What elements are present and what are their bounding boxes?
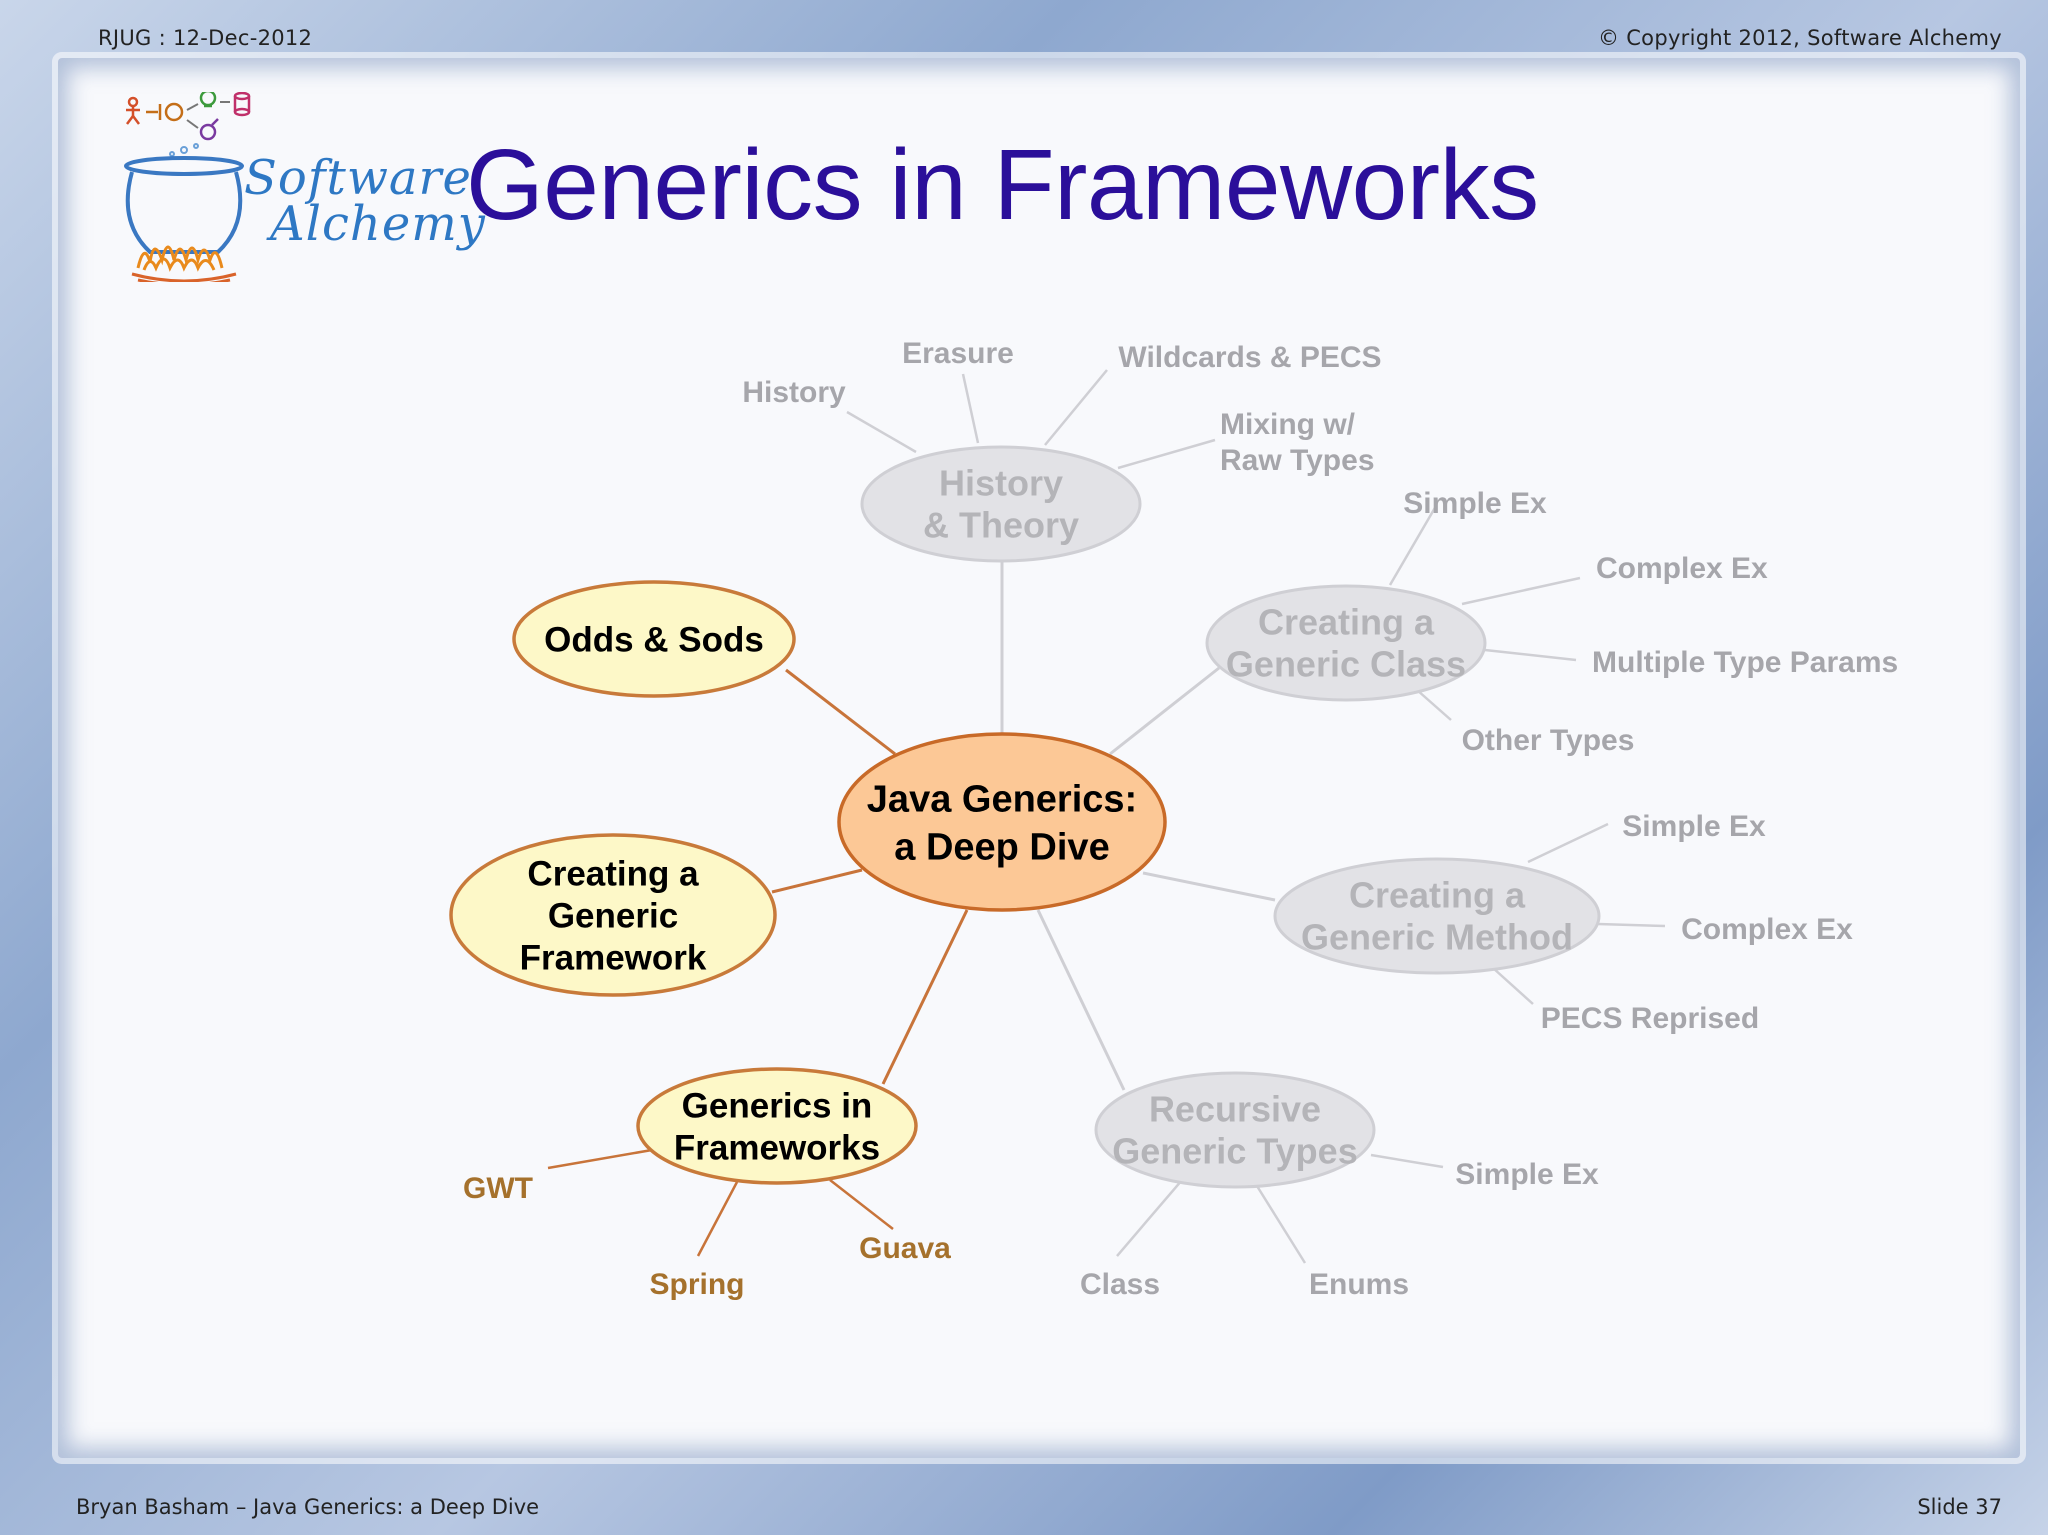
leaf-guava: Guava — [859, 1232, 951, 1265]
node-generic-framework-shape — [449, 833, 777, 997]
node-odds-sods-label-1: Odds & Sods — [544, 620, 764, 659]
leaf-edge-spring — [696, 1181, 739, 1257]
node-recursive-types-label-2: Generic Types — [1112, 1131, 1357, 1172]
node-odds-sods: Odds & Sods — [512, 580, 796, 698]
leaf-multiple-type-params: Multiple Type Params — [1592, 646, 1898, 679]
leaf-recursive-simple-ex: Simple Ex — [1455, 1158, 1599, 1191]
leaf-method-simple-ex: Simple Ex — [1622, 810, 1766, 843]
leaf-mixing-raw-line-1: Mixing w/ — [1220, 408, 1356, 441]
node-generic-class-shape — [1205, 584, 1487, 702]
node-recursive-types-shape — [1094, 1071, 1376, 1189]
node-generic-method-label-1: Creating a — [1349, 875, 1526, 916]
leaf-edge-mixing_raw — [1117, 438, 1216, 470]
leaf-mixing-raw-line-2: Raw Types — [1220, 444, 1375, 477]
leaf-class-complex-ex: Complex Ex — [1596, 552, 1768, 585]
node-generic-framework-label-1: Creating a — [527, 854, 699, 893]
edge-generic_framework — [771, 868, 863, 894]
logo-text-alchemy: Alchemy — [270, 196, 486, 252]
leaf-edge-history — [846, 410, 917, 454]
leaf-edge-gwt — [547, 1148, 653, 1170]
node-generic-method-shape — [1273, 857, 1601, 975]
edge-generics_frameworks — [881, 909, 969, 1085]
leaf-method-complex-ex: Complex Ex — [1681, 913, 1853, 946]
node-generics-frameworks-label-2: Frameworks — [674, 1128, 880, 1167]
node-history-theory-label-2: & Theory — [923, 505, 1079, 546]
leaf-edge-class_simple_ex — [1388, 505, 1438, 586]
node-odds-sods-shape — [512, 580, 796, 698]
edge-generic_class — [1109, 666, 1220, 756]
node-generic-class-label-2: Generic Class — [1226, 644, 1466, 685]
leaf-edge-class — [1116, 1179, 1183, 1257]
node-center-label-1: Java Generics: — [867, 778, 1137, 820]
node-generics-frameworks-shape — [636, 1067, 918, 1185]
leaf-enums: Enums — [1309, 1268, 1409, 1301]
leaf-pecs-reprised: PECS Reprised — [1541, 1002, 1759, 1035]
leaf-class-simple-ex: Simple Ex — [1403, 487, 1547, 520]
node-generic-framework-label-3: Framework — [520, 938, 707, 977]
leaf-edge-pecs_reprised — [1492, 967, 1534, 1005]
cauldron-icon — [124, 89, 251, 287]
node-center-shape — [837, 732, 1167, 912]
leaf-edge-class_complex_ex — [1461, 576, 1581, 606]
leaf-spring: Spring — [650, 1268, 745, 1301]
node-center: Java Generics: a Deep Dive — [837, 732, 1167, 912]
node-generic-method-label-2: Generic Method — [1301, 917, 1573, 958]
header-copyright: © Copyright 2012, Software Alchemy — [1597, 26, 2002, 50]
edge-recursive_types — [1036, 909, 1126, 1091]
edges-layer — [547, 369, 1666, 1264]
slide-number: Slide 37 — [1917, 1495, 2002, 1519]
leaf-edge-method_complex_ex — [1597, 922, 1666, 928]
leaf-edge-enums — [1255, 1185, 1307, 1264]
leaf-class: Class — [1080, 1268, 1160, 1301]
leaf-erasure: Erasure — [902, 337, 1014, 370]
logo-text-software: Software — [244, 150, 472, 206]
slide-title: Generics in Frameworks — [466, 129, 1539, 241]
node-generic-class-label-1: Creating a — [1258, 602, 1435, 643]
leaf-wildcards-pecs: Wildcards & PECS — [1118, 341, 1381, 374]
leaf-other-types: Other Types — [1462, 724, 1635, 757]
footer-presenter: Bryan Basham – Java Generics: a Deep Div… — [76, 1495, 540, 1519]
node-recursive-types-label-1: Recursive — [1149, 1089, 1321, 1130]
header-date: RJUG : 12-Dec-2012 — [98, 26, 313, 50]
software-alchemy-logo: Software Alchemy — [124, 89, 485, 287]
leaf-edge-recursive_simple_ex — [1370, 1153, 1444, 1169]
leaf-history: History — [742, 376, 846, 409]
leaf-gwt: GWT — [463, 1172, 533, 1205]
leaf-edge-multiple_type_params — [1484, 648, 1577, 662]
edge-odds_sods — [785, 668, 896, 756]
leaf-edge-other_types — [1416, 689, 1452, 721]
edge-generic_method — [1142, 871, 1276, 902]
leaf-edge-wildcards_pecs — [1044, 369, 1108, 446]
leaf-edge-erasure — [961, 373, 980, 444]
node-center-label-2: a Deep Dive — [894, 826, 1109, 868]
node-generics-frameworks-label-1: Generics in — [682, 1086, 873, 1125]
node-history-theory-label-1: History — [939, 463, 1063, 504]
node-generic-framework-label-2: Generic — [548, 896, 678, 935]
node-history-theory-shape — [860, 445, 1142, 563]
node-history-theory: History& Theory — [860, 445, 1142, 563]
leaf-edge-method_simple_ex — [1527, 822, 1609, 864]
leaves-layer: History Erasure Wildcards & PECS Mixing w/R… — [463, 337, 1898, 1301]
leaf-edge-guava — [829, 1179, 894, 1230]
